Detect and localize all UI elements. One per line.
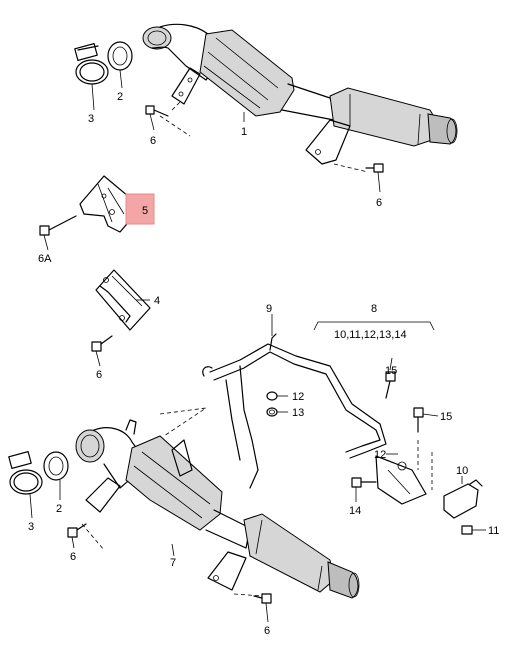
highlight-5: [125, 193, 155, 225]
pressure-sensor: [443, 483, 479, 519]
label-2-top: 2: [117, 91, 123, 103]
label-15-b: 15: [440, 411, 452, 423]
lower-converter-body: [125, 435, 223, 531]
upper-clamp: [74, 43, 109, 85]
sensor-nut: [461, 525, 473, 535]
callout-labels: 3 2 6 1 6 5 6A 4 6 8 10,11,12,13,14 9 12…: [28, 91, 499, 637]
clip-12: [266, 391, 278, 401]
sensor-bracket: [375, 455, 427, 505]
label-6-top-left: 6: [150, 135, 156, 147]
label-13: 13: [292, 407, 304, 419]
clip-13: [266, 407, 278, 417]
label-6-bottom: 6: [264, 625, 270, 637]
label-5: 5: [142, 205, 148, 217]
lower-bolt-bottom: [253, 593, 272, 604]
label-6-mid: 6: [96, 369, 102, 381]
label-6a: 6A: [38, 253, 52, 265]
label-1: 1: [241, 126, 247, 138]
upper-outlet-tip: [427, 113, 457, 145]
label-7: 7: [170, 557, 176, 569]
lower-outlet-tip: [327, 561, 359, 599]
label-4: 4: [154, 295, 160, 307]
upper-bracket: [171, 67, 201, 105]
label-8-group: 10,11,12,13,14: [334, 329, 407, 341]
label-3-top: 3: [88, 113, 94, 125]
label-8: 8: [371, 303, 377, 315]
upper-bolt-right: [365, 163, 384, 173]
muffler-hanger-bracket: [305, 119, 351, 165]
lower-exhaust-assembly: [75, 407, 360, 599]
upper-converter-body: [199, 29, 295, 117]
upper-inlet-flange: [142, 26, 172, 50]
lower-muffler: [243, 513, 335, 593]
upper-gasket: [107, 41, 133, 71]
bolt-14: [351, 477, 362, 488]
upper-bolt-left: [145, 105, 169, 117]
lower-inlet-flange: [75, 429, 105, 463]
heat-shield-bracket: [39, 175, 133, 236]
label-6-top-right: 6: [376, 197, 382, 209]
lower-gasket: [43, 451, 69, 481]
pressure-sensor-lines: [202, 333, 483, 535]
label-10: 10: [456, 465, 468, 477]
label-12-b: 12: [374, 449, 386, 461]
label-15-a: 15: [385, 365, 397, 377]
bolt-15-right: [413, 407, 424, 418]
label-2-bottom: 2: [56, 503, 62, 515]
label-12-a: 12: [292, 391, 304, 403]
group-bracket-8: [313, 321, 435, 331]
lower-bolt-left: [67, 523, 87, 538]
lower-clamp: [8, 451, 43, 495]
label-6-left: 6: [70, 551, 76, 563]
label-3-bottom: 3: [28, 521, 34, 533]
label-11: 11: [488, 525, 499, 537]
upper-exhaust-assembly: [142, 23, 458, 173]
label-14: 14: [349, 505, 361, 517]
label-9: 9: [266, 303, 272, 315]
mounting-bracket: [91, 269, 151, 352]
